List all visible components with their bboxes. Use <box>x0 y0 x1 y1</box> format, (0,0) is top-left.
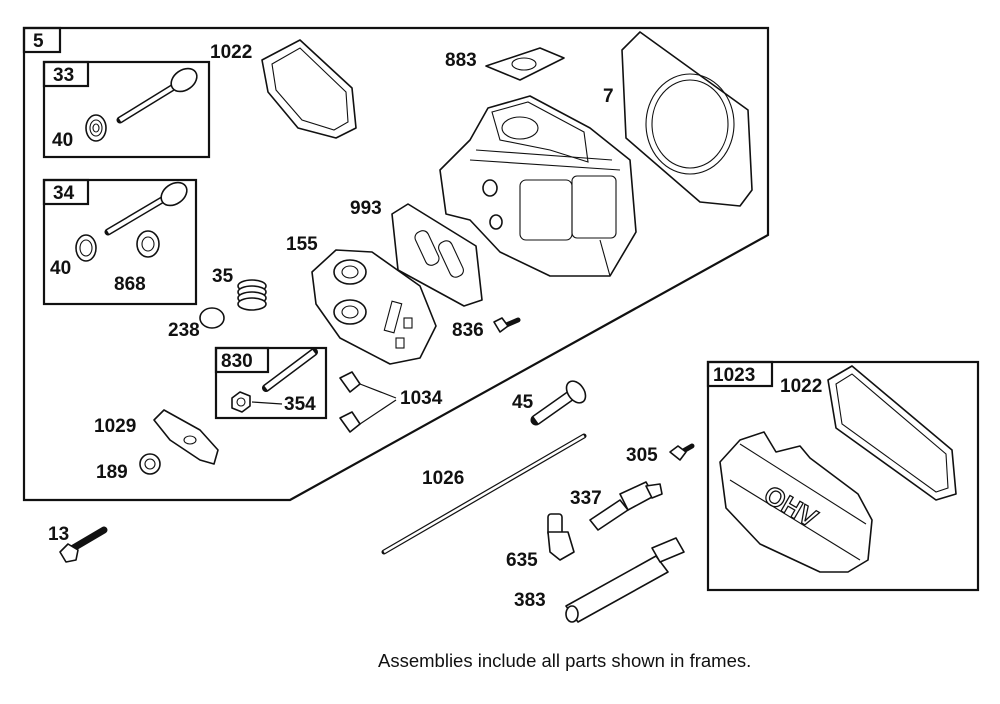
label-238: 238 <box>168 320 200 341</box>
label-337: 337 <box>570 488 602 509</box>
screw-305 <box>669 443 695 461</box>
label-35: 35 <box>212 266 234 287</box>
valve-seal-40a <box>85 114 107 142</box>
frame-34 <box>42 178 198 306</box>
frame-5-label: 5 <box>33 31 44 52</box>
frame-5-tag <box>22 26 62 54</box>
valve-seal-40b <box>75 234 97 262</box>
bolt-13 <box>59 526 108 563</box>
label-1029: 1029 <box>94 416 136 437</box>
valve-cap-238 <box>199 307 225 329</box>
assemblies-note: Assemblies include all parts shown in fr… <box>378 650 752 671</box>
label-635: 635 <box>506 550 538 571</box>
label-305: 305 <box>626 445 658 466</box>
label-189: 189 <box>96 462 128 483</box>
frame-1023-tag <box>706 360 774 388</box>
push-rod-1026 <box>381 433 587 555</box>
rocker-cover: OHV <box>719 431 873 573</box>
tappet-45 <box>530 380 587 426</box>
frame-33-label: 33 <box>53 65 74 86</box>
frame-1023-label: 1023 <box>713 365 755 386</box>
cylinder-head <box>439 95 637 277</box>
intake-gasket-883 <box>485 47 565 81</box>
frame-5 <box>22 26 770 502</box>
label-7: 7 <box>603 86 614 107</box>
label-868: 868 <box>114 274 146 295</box>
label-1026: 1026 <box>422 468 464 489</box>
label-155: 155 <box>286 234 318 255</box>
frame-830 <box>214 346 328 420</box>
rocker-arm-1029 <box>153 409 219 465</box>
bolt-836 <box>493 317 521 333</box>
push-rod-guides-1034 <box>339 371 361 433</box>
frame-33 <box>42 60 211 159</box>
rocker-stud <box>262 348 318 392</box>
plug-wrench-383 <box>565 537 685 623</box>
label-45: 45 <box>512 392 534 413</box>
valve-rotator-868 <box>136 230 160 258</box>
label-383: 383 <box>514 590 546 611</box>
label-13: 13 <box>48 524 69 545</box>
label-40-a: 40 <box>52 130 73 151</box>
nut-354 <box>231 391 251 413</box>
exhaust-valve <box>104 181 188 236</box>
frame-830-label: 830 <box>221 351 253 372</box>
frame-1023 <box>706 360 980 592</box>
label-993: 993 <box>350 198 382 219</box>
rocker-cover-gasket <box>261 39 357 139</box>
spark-plug-337 <box>589 481 663 531</box>
label-1034: 1034 <box>400 388 443 409</box>
intake-valve <box>116 67 198 124</box>
cover-gasket-1022 <box>827 365 957 501</box>
frame-33-tag <box>42 60 90 88</box>
label-1022-b: 1022 <box>780 376 822 397</box>
rocker-plate-155 <box>311 249 437 365</box>
frame-34-tag <box>42 178 90 206</box>
valve-spring-35 <box>237 279 267 311</box>
plug-boot-635 <box>547 513 575 561</box>
label-354: 354 <box>284 394 316 415</box>
adjusting-nut-189 <box>139 453 161 475</box>
label-40-b: 40 <box>50 258 71 279</box>
head-gasket-7 <box>621 31 753 207</box>
label-883: 883 <box>445 50 477 71</box>
label-1022: 1022 <box>210 42 252 63</box>
frame-830-tag <box>214 346 270 374</box>
label-836: 836 <box>452 320 484 341</box>
frame-34-label: 34 <box>53 183 75 204</box>
